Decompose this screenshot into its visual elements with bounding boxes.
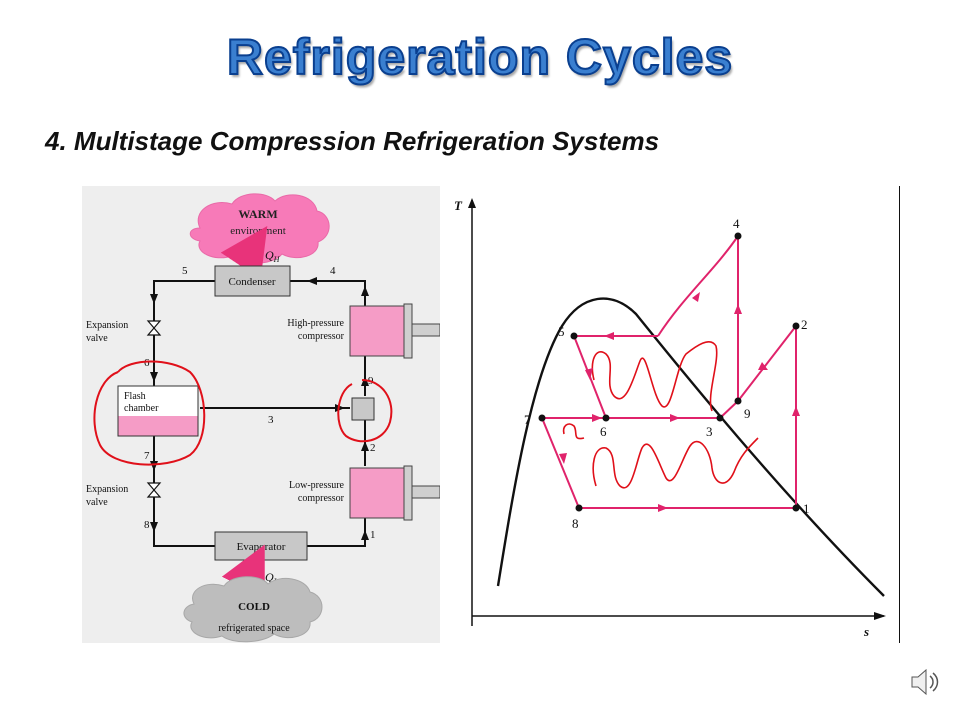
high-pressure-compressor: High-pressure compressor [287, 303, 441, 359]
handwritten-annotations [562, 341, 759, 489]
point-4 [734, 232, 742, 240]
point-label-9: 9 [744, 406, 751, 421]
lp-compressor-label-2: compressor [298, 493, 345, 504]
point-label-3: 3 [706, 424, 713, 439]
qh-label: QH [265, 248, 281, 264]
state-label-2: 2 [370, 442, 376, 454]
cycle-arrows [559, 292, 800, 512]
warm-label: WARM [238, 207, 277, 221]
point-label-5: 5 [558, 324, 565, 339]
schematic-diagram: WARM environment QH Condenser High-press… [86, 193, 441, 643]
ts-y-axis-label: T [454, 198, 463, 213]
saturation-dome [496, 297, 885, 597]
state-points [538, 232, 800, 512]
state-label-1: 1 [370, 529, 376, 541]
schematic-panel: WARM environment QH Condenser High-press… [82, 186, 441, 643]
state-label-8: 8 [144, 519, 150, 531]
warm-environment-cloud: WARM environment [189, 193, 330, 264]
mixing-chamber [351, 397, 375, 421]
point-label-4: 4 [733, 216, 740, 231]
point-2 [792, 322, 800, 330]
point-label-2: 2 [801, 317, 808, 332]
point-7 [538, 414, 546, 422]
upper-expansion-valve-label-2: valve [86, 333, 108, 344]
cycle-paths [541, 235, 797, 509]
ts-y-axis-arrow [468, 198, 476, 208]
point-3 [716, 414, 724, 422]
hp-compressor-label-2: compressor [298, 331, 345, 342]
point-9 [734, 397, 742, 405]
state-label-5: 5 [182, 265, 188, 277]
point-label-6: 6 [600, 424, 607, 439]
point-labels: 1 2 3 4 5 6 7 8 9 [524, 216, 810, 531]
ts-axes [471, 200, 884, 626]
point-8 [575, 504, 583, 512]
speaker-icon[interactable] [908, 665, 942, 699]
state-label-7: 7 [144, 450, 150, 462]
slide-title: Refrigeration Cycles [226, 28, 734, 86]
point-label-7: 7 [524, 412, 531, 427]
state-label-3: 3 [268, 414, 274, 426]
cold-label: COLD [238, 601, 270, 613]
state-label-9: 9 [368, 375, 374, 387]
ts-diagram: T s [454, 186, 901, 643]
cold-space-cloud: COLD refrigerated space [183, 576, 323, 643]
ts-diagram-panel: T s [444, 186, 901, 643]
point-1 [792, 504, 800, 512]
flash-chamber-label-2: chamber [124, 403, 159, 414]
low-pressure-compressor: Low-pressure compressor [289, 465, 441, 521]
flash-chamber: Flash chamber [117, 385, 199, 437]
point-label-1: 1 [803, 501, 810, 516]
ts-x-axis-label: s [863, 624, 869, 639]
flash-chamber-label-1: Flash [124, 391, 146, 402]
slide-subtitle: 4. Multistage Compression Refrigeration … [45, 126, 660, 156]
lp-compressor-label-1: Low-pressure [289, 480, 345, 491]
state-label-4: 4 [330, 265, 336, 277]
warm-sub-label: environment [230, 225, 286, 237]
lower-expansion-valve-label-1: Expansion [86, 484, 128, 495]
point-5 [570, 332, 578, 340]
ts-x-axis-arrow [874, 612, 886, 620]
lower-expansion-valve [146, 482, 162, 498]
state-label-6: 6 [144, 357, 150, 369]
point-label-8: 8 [572, 516, 579, 531]
upper-expansion-valve [146, 320, 162, 336]
cold-sub-label: refrigerated space [218, 623, 290, 634]
point-6 [602, 414, 610, 422]
condenser-label: Condenser [228, 276, 275, 288]
condenser: Condenser [214, 265, 291, 297]
lower-expansion-valve-label-2: valve [86, 497, 108, 508]
evaporator: Evaporator [214, 531, 308, 561]
upper-expansion-valve-label-1: Expansion [86, 320, 128, 331]
evaporator-label: Evaporator [237, 541, 286, 553]
hp-compressor-label-1: High-pressure [287, 318, 344, 329]
